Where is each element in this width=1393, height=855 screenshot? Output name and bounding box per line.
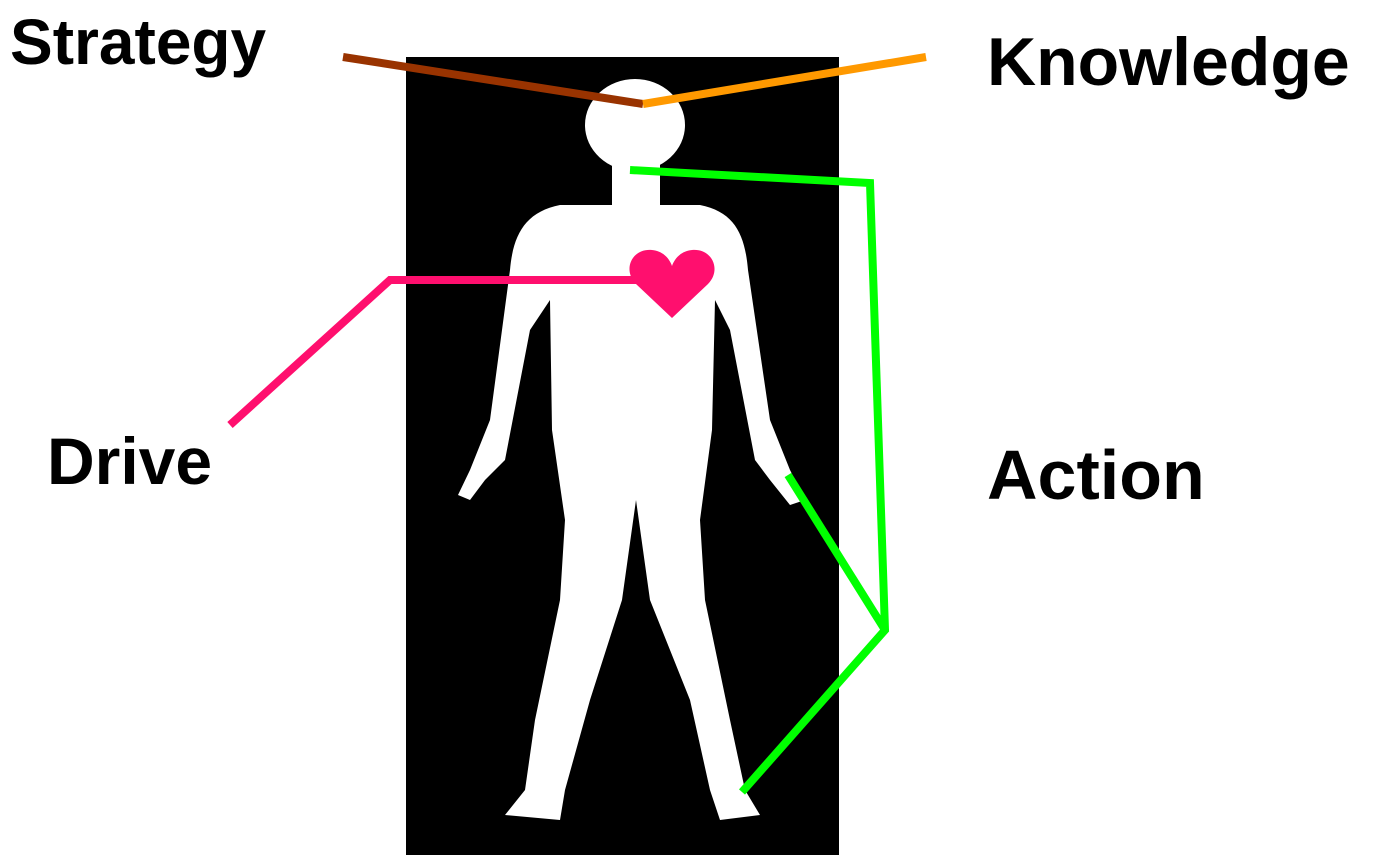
drive-label: Drive [47,428,212,494]
action-label: Action [987,440,1205,510]
strategy-label: Strategy [10,10,266,74]
knowledge-label: Knowledge [987,28,1350,96]
